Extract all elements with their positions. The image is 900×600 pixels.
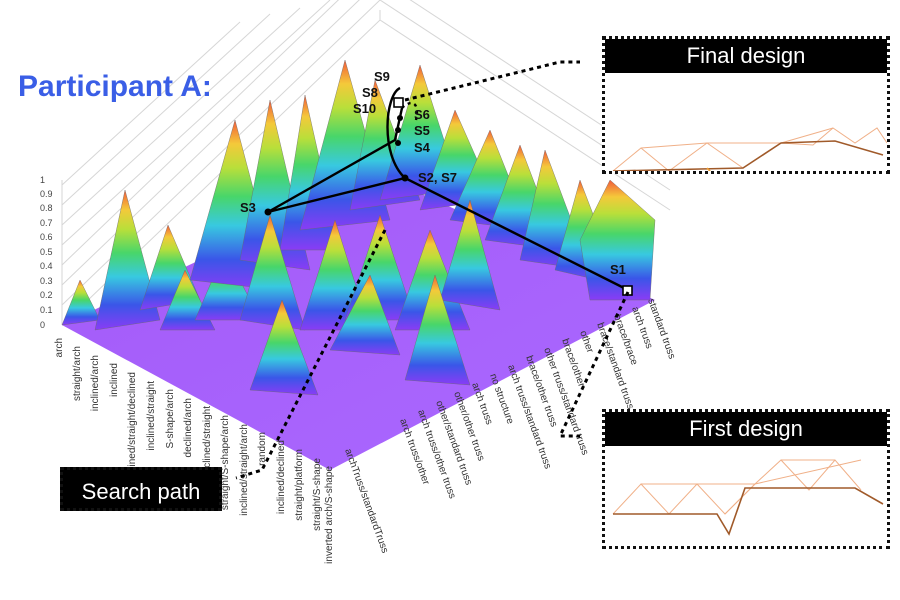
z-tick: 0.7: [40, 218, 53, 228]
z-tick: 0.8: [40, 203, 53, 213]
waypoint-label: S2, S7: [418, 170, 457, 185]
final-design-truss: [612, 127, 887, 171]
back-wall: [61, 0, 671, 326]
waypoint-labels: S9 S8 S10 S6 S5 S4 S2, S7 S3 S1: [240, 69, 626, 277]
left-axis-label: inclined: [109, 363, 120, 397]
first-design-truss: [612, 459, 884, 536]
final-design-deck: [612, 140, 884, 171]
waypoint-markers: [264, 97, 633, 296]
z-axis: 1 0.9 0.8 0.7 0.6 0.5 0.4 0.3 0.2 0.1 0: [40, 175, 53, 330]
z-tick: 0.5: [40, 247, 53, 257]
waypoint-label: S1: [610, 262, 626, 277]
final-design-support: [706, 167, 711, 171]
left-axis-label: inverted arch/S-shape: [324, 466, 335, 564]
first-design-deck: [613, 487, 884, 536]
waypoint-label: S3: [240, 200, 256, 215]
z-tick: 0.6: [40, 232, 53, 242]
left-axis-label: arch: [54, 338, 65, 357]
waypoint-label: S8: [362, 85, 378, 100]
final-design-panel: Final design: [602, 36, 890, 174]
waypoint-label: S4: [414, 140, 431, 155]
z-tick: 0: [40, 320, 45, 330]
left-axis-label: straight/S-shape: [312, 458, 323, 531]
left-axis-labels: arch straight/arch inclined/arch incline…: [54, 338, 335, 564]
left-axis-label: inclined/straight/declined: [127, 372, 138, 482]
left-axis-label: declined/arch: [183, 398, 194, 457]
waypoint-label: S5: [414, 123, 430, 138]
left-axis-label: straight/arch: [72, 346, 83, 401]
z-tick: 0.3: [40, 276, 53, 286]
final-design-title: Final design: [605, 39, 887, 73]
first-design-panel: First design: [602, 409, 890, 549]
search-path-label: Search path: [60, 467, 222, 511]
waypoint-label: S10: [353, 101, 376, 116]
z-tick: 0.9: [40, 189, 53, 199]
participant-title: Participant A:: [18, 70, 212, 103]
left-axis-label: inclined/straight/arch: [239, 424, 250, 516]
left-axis-label: inclined/declined: [276, 440, 287, 514]
left-axis-label: S-shape/arch: [165, 389, 176, 448]
right-axis-label: archTruss/standardTruss: [342, 447, 390, 555]
z-tick: 0.2: [40, 290, 53, 300]
z-tick: 0.1: [40, 305, 53, 315]
left-axis-label: random: [257, 432, 268, 466]
waypoint-label: S9: [374, 69, 390, 84]
left-axis-label: declined/straight: [202, 406, 213, 479]
right-axis-label: other: [577, 329, 595, 355]
surface-peaks: [61, 59, 656, 396]
z-tick: 0.4: [40, 261, 53, 271]
leader-lines: [235, 60, 630, 480]
left-axis-label: straight/platform: [294, 449, 305, 521]
left-axis-label: inclined/arch: [90, 355, 101, 411]
first-design-title: First design: [605, 412, 887, 446]
left-axis-label: inclined/straight: [146, 381, 157, 451]
z-tick: 1: [40, 175, 45, 185]
waypoint-label: S6: [414, 107, 430, 122]
right-axis-label: standard truss: [645, 297, 677, 360]
left-axis-label: straight/S-shape/arch: [220, 415, 231, 510]
